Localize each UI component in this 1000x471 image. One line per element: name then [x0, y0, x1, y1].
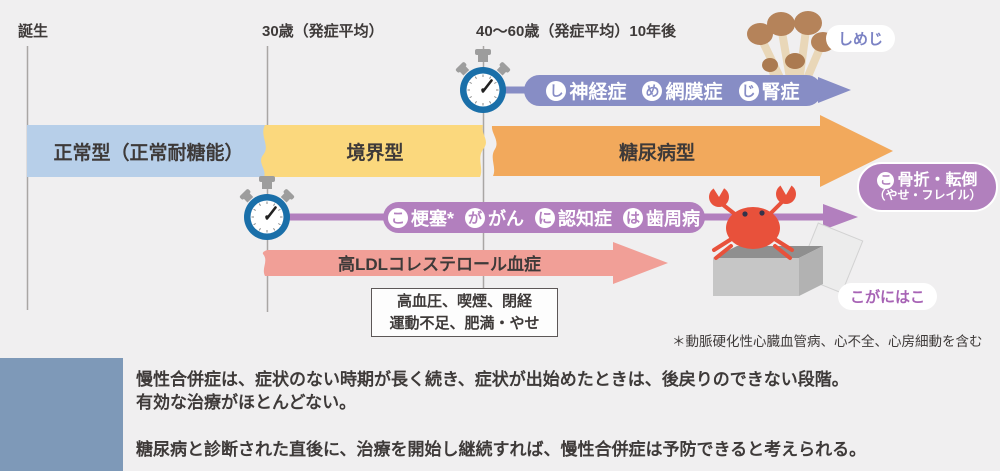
normal-band-label: 正常型（正常耐糖能） — [53, 142, 244, 164]
ldl-arrow-label: 高LDLコレステロール血症 — [337, 255, 542, 274]
complication-neuropathy: し 神経症 — [546, 77, 626, 104]
initial-circle: こ — [877, 172, 895, 189]
microvascular-complications-pill: し 神経症 め 網膜症 じ 腎症 — [524, 75, 822, 106]
risk-line-2: 運動不足、肥満・やせ — [389, 314, 540, 332]
borderline-band-label: 境界型 — [346, 142, 404, 164]
risk-factor-box: 高血圧、喫煙、閉経 運動不足、肥満・やせ — [371, 288, 558, 337]
initial-circle: が — [465, 207, 485, 228]
macrovascular-complications-pill: こ 梗塞* が がん に 認知症 は 歯周病 — [383, 202, 705, 233]
point-2-text: 糖尿病と診断された直後に、治療を開始し継続すれば、慢性合併症は予防できると考えら… — [136, 440, 867, 459]
diabetes-band-label: 糖尿病型 — [618, 142, 695, 164]
point-1-text: 慢性合併症は、症状のない時期が長く続き、症状が出始めたときは、後戻りのできない段… — [136, 370, 849, 412]
normal-band-shape — [27, 125, 270, 177]
timeline-label-birth: 誕生 — [18, 23, 49, 40]
complication-retinopathy: め 網膜症 — [642, 77, 723, 104]
crab-box-icon — [709, 183, 864, 296]
badge-main-row: こ 骨折・転倒 — [877, 172, 978, 189]
initial-circle: じ — [738, 80, 759, 101]
initial-circle: こ — [387, 207, 408, 228]
complication-dementia: に 認知症 — [535, 205, 612, 231]
timeline-label-age30: 30歳（発症平均） — [262, 23, 384, 40]
initial-circle: は — [623, 207, 643, 228]
stopwatch-icon — [237, 174, 297, 242]
fracture-fall-badge: こ 骨折・転倒 （やせ・フレイル） — [857, 162, 998, 212]
initial-circle: に — [535, 207, 555, 228]
complication-nephropathy: じ 腎症 — [738, 77, 800, 104]
shimeji-mnemonic-tag: しめじ — [826, 25, 896, 52]
risk-line-1: 高血圧、喫煙、閉経 — [396, 292, 532, 310]
timeline-label-age40-60: 40～60歳（発症平均）10年後 — [476, 23, 677, 40]
initial-circle: め — [642, 80, 663, 101]
footnote: ＊動脈硬化性心臓血管病、心不全、心房細動を含む — [672, 334, 983, 349]
ldl-arrow-shape — [262, 242, 668, 284]
kogani-mnemonic-tag: こがにはこ — [838, 283, 938, 310]
points-sidebar: ポイント 1 ポイント 2 — [0, 358, 123, 471]
complication-infarction: こ 梗塞* — [387, 205, 454, 231]
complication-periodontal: は 歯周病 — [623, 205, 700, 231]
complication-cancer: が がん — [465, 205, 524, 231]
initial-circle: し — [546, 80, 567, 101]
borderline-band-shape — [261, 125, 486, 177]
badge-sub-label: （やせ・フレイル） — [873, 188, 982, 202]
stopwatch-icon — [453, 47, 513, 115]
diabetes-arrow-shape — [491, 115, 893, 187]
